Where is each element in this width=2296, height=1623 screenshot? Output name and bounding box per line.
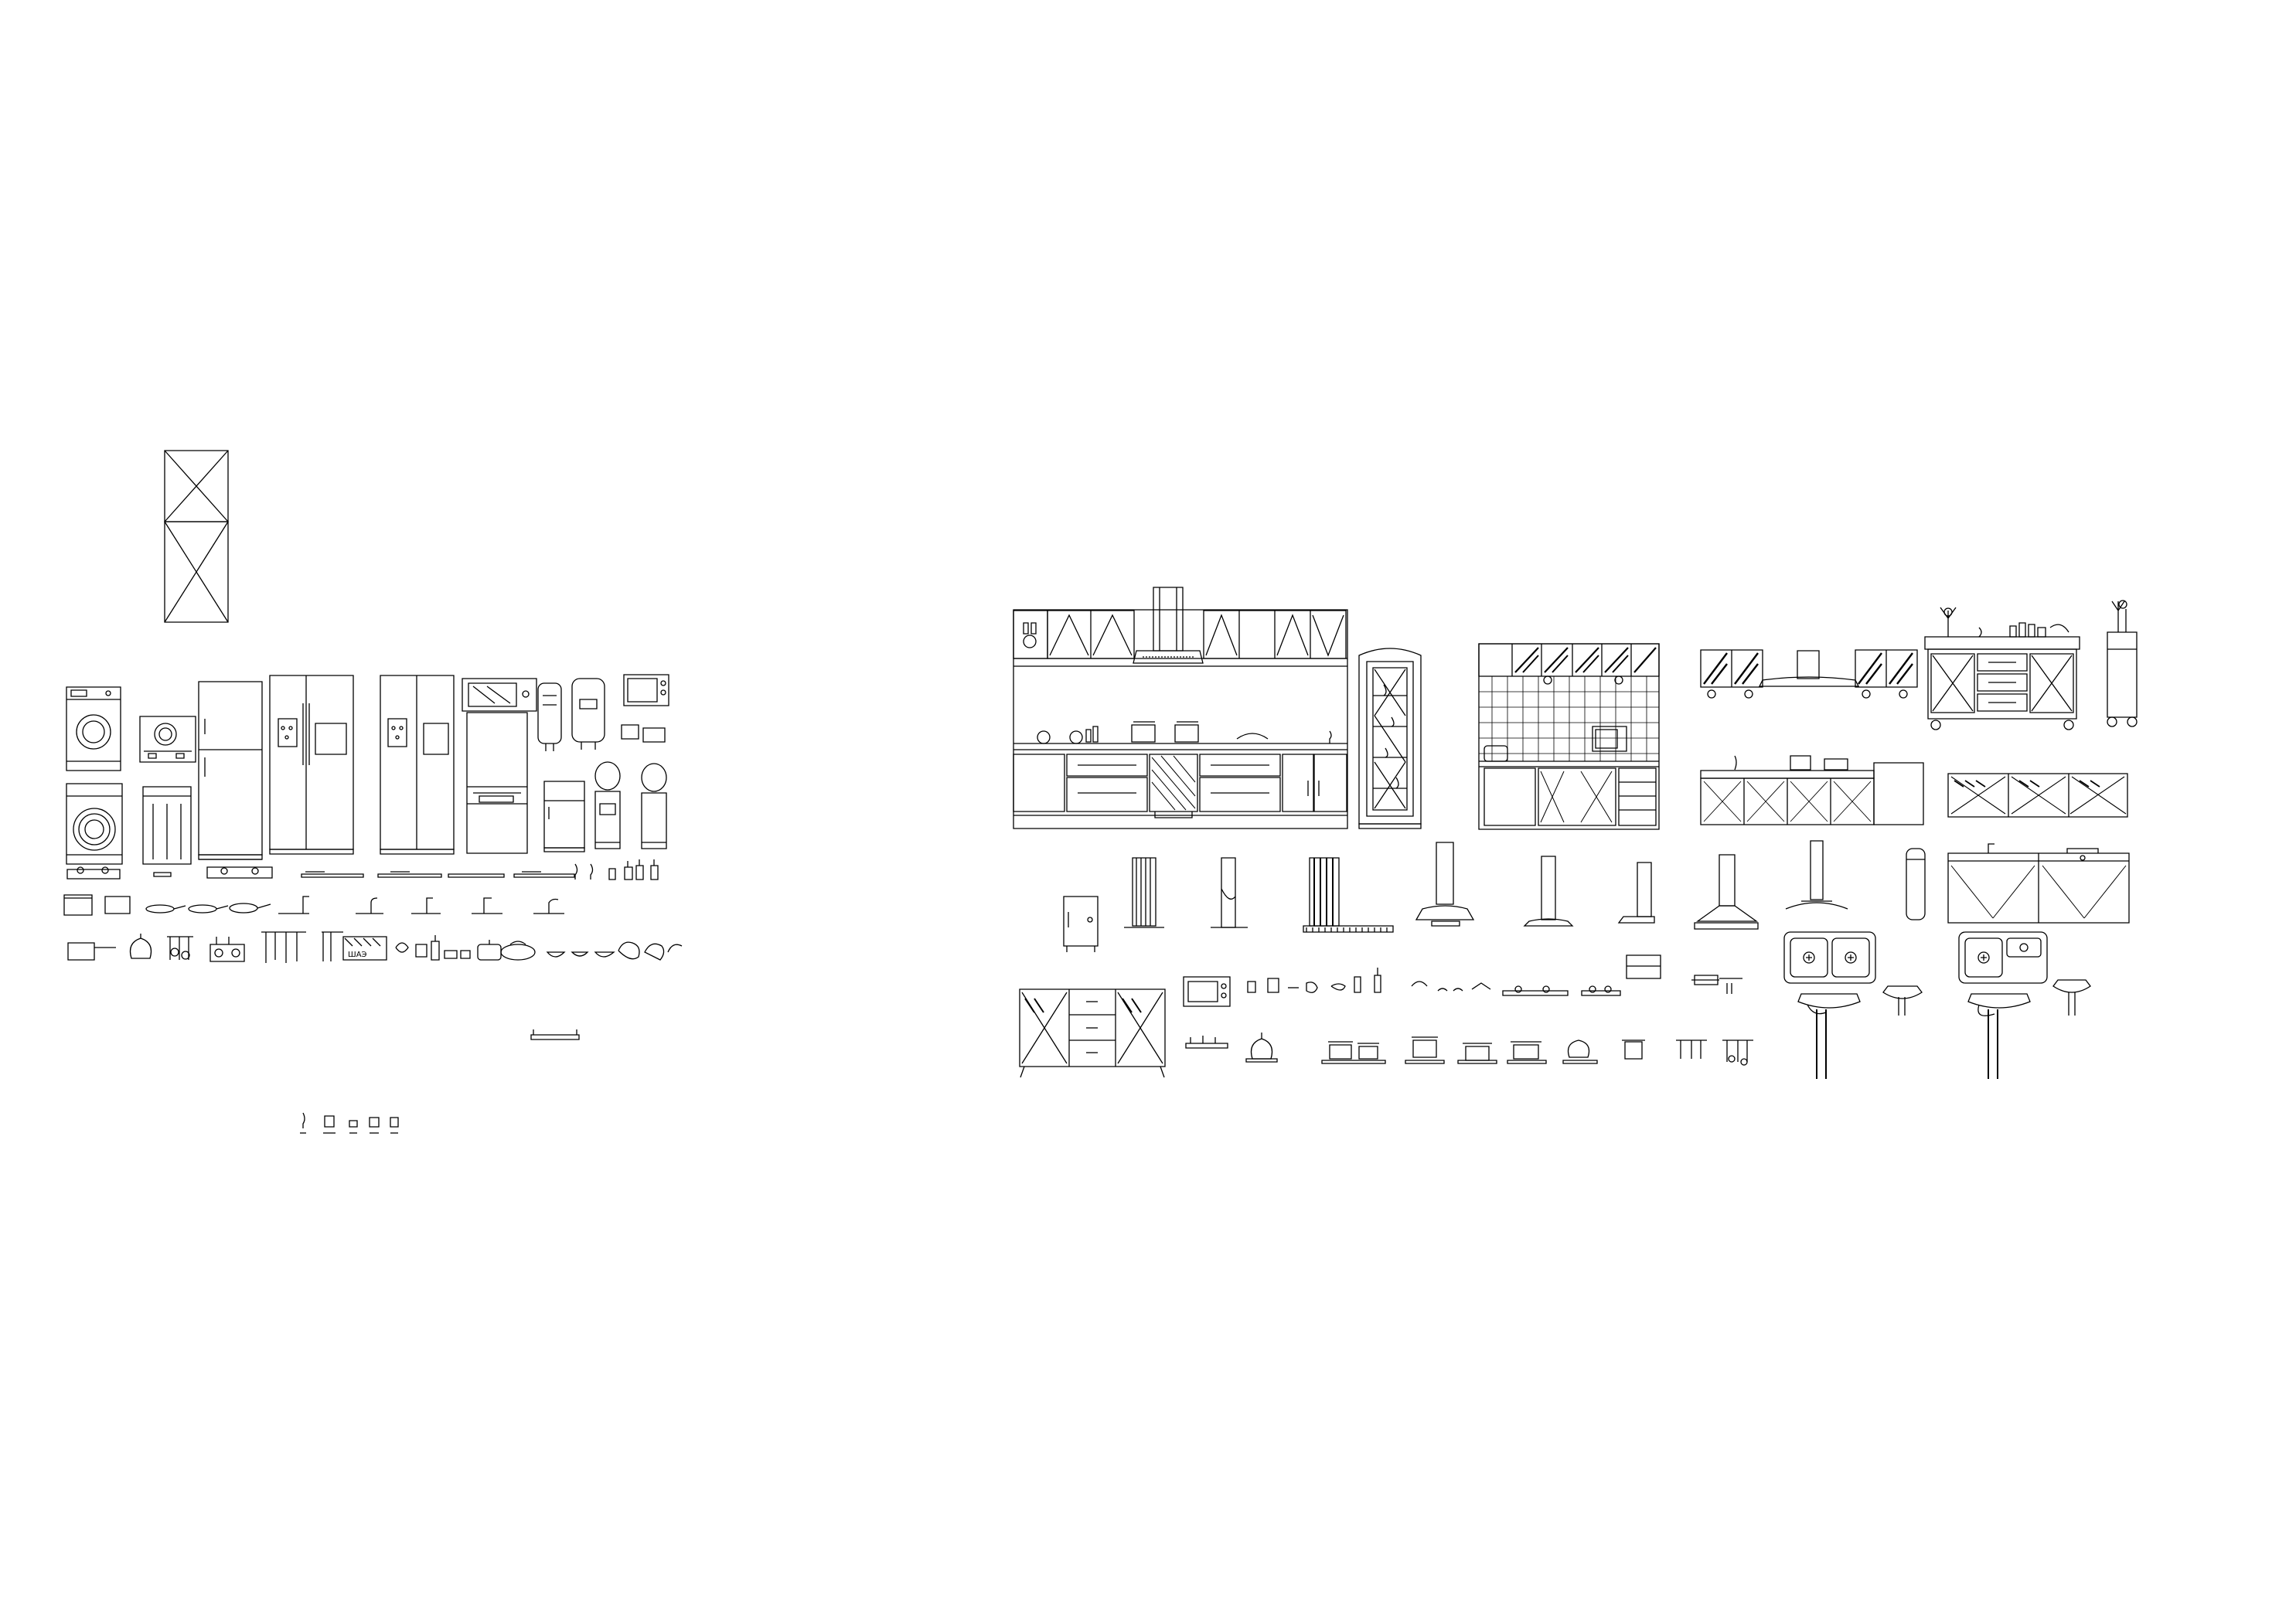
sideboard [1020, 989, 1165, 1077]
pots-and-pans-row [64, 895, 564, 915]
water-dispenser-1 [595, 762, 620, 849]
tiny-utensils [300, 1113, 398, 1133]
microwave-right [1184, 977, 1230, 1006]
rice-cooker-small [622, 725, 665, 742]
tall-cabinet-placeholder [165, 451, 228, 622]
kitchen-elevation-tiled [1479, 644, 1659, 829]
refrigerator-two-door [199, 682, 262, 859]
refrigerator-side-by-side-1 [270, 675, 353, 854]
island-buffet [1925, 607, 2080, 730]
utensils-row-right-2 [1246, 1033, 1753, 1065]
sink-cabinets [1948, 844, 2129, 923]
water-heater-2 [572, 679, 605, 750]
cooktop-row-left [67, 867, 574, 879]
sinks-and-traps [1784, 932, 2090, 1079]
kitchen-elevation-main [1013, 587, 1347, 829]
right-sheet [1013, 587, 2137, 1079]
glass-base-cabinets [1948, 774, 2127, 817]
microwave-label [1186, 1036, 1228, 1048]
glass-display-cabinet [1359, 648, 1421, 829]
kitchenware-row: ШАЭ [68, 932, 682, 963]
refrigerator-side-by-side-2 [380, 675, 454, 854]
microwave-hood [462, 679, 537, 711]
water-dispenser-2 [642, 764, 666, 849]
chart-text: ШАЭ [348, 951, 367, 959]
utensils-row-right-1 [1248, 955, 1742, 995]
oven-small [624, 675, 669, 706]
small-cabinet [1064, 897, 1098, 952]
washing-machine-frontload [66, 784, 122, 864]
refrigerator-bottom-freezer [467, 713, 527, 853]
mini-fridge [544, 781, 584, 852]
left-sheet: ШАЭ [64, 451, 682, 1133]
upper-cabinets-hood [1701, 650, 1917, 698]
range-hoods-row [1124, 841, 1925, 932]
towel-bar [531, 1029, 579, 1039]
washing-machine-front [66, 687, 121, 771]
water-heater-1 [538, 683, 561, 751]
counter-elevation-small [1701, 756, 1923, 825]
induction-cooker [140, 716, 196, 762]
glassware-bottles [575, 859, 658, 880]
dishwasher [143, 787, 191, 864]
kitchen-trolley [2107, 601, 2137, 726]
